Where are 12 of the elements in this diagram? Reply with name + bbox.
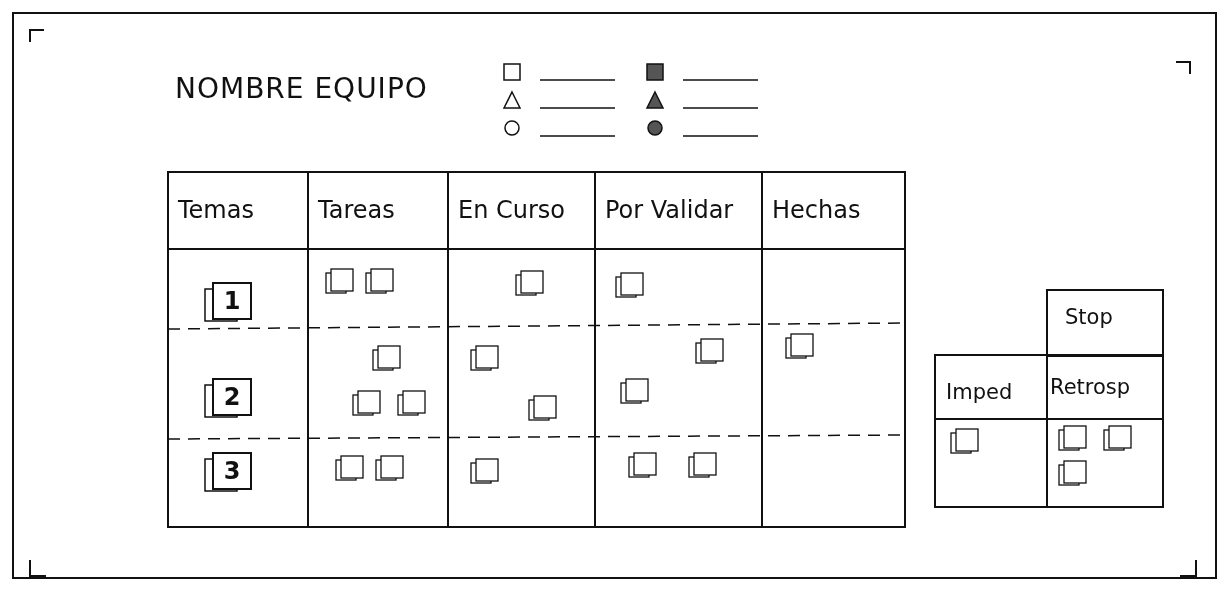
column-header: Stop (1065, 305, 1113, 329)
column-header: Tareas (318, 196, 395, 224)
column-header: En Curso (458, 196, 566, 224)
column-header: Imped (946, 380, 1013, 404)
board-title: NOMBRE EQUIPO (175, 72, 428, 105)
column-header: Temas (178, 196, 254, 224)
topic-number-card: 1 (212, 282, 252, 320)
topic-number-card: 2 (212, 378, 252, 416)
column-header: Retrosp (1050, 375, 1131, 399)
column-header: Por Validar (605, 196, 734, 224)
column-header: Hechas (772, 196, 861, 224)
topic-number-card: 3 (212, 452, 252, 490)
